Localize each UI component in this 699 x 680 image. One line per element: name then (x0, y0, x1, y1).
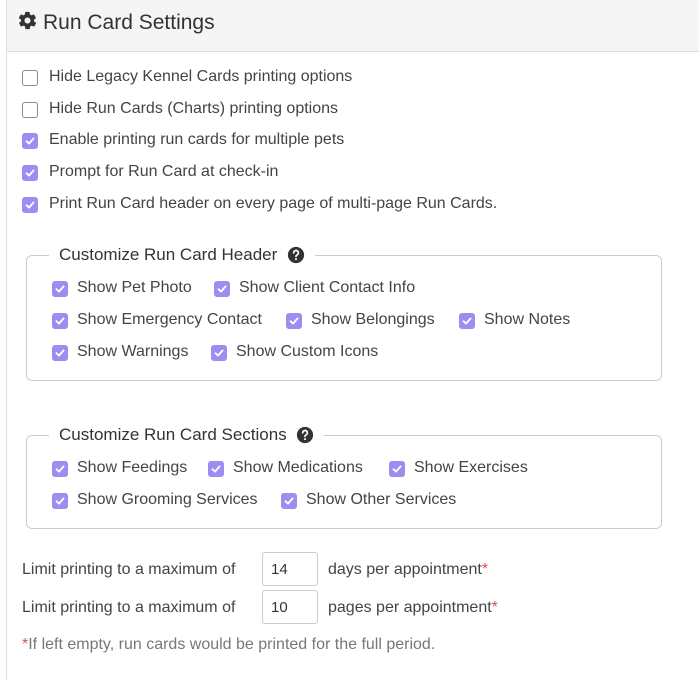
option-label: Print Run Card header on every page of m… (49, 195, 498, 212)
item-label: Show Custom Icons (236, 343, 379, 360)
check-icon (289, 317, 299, 325)
check-icon (55, 465, 65, 473)
run-card-settings-panel: Run Card Settings (6, 0, 699, 680)
check-icon (217, 285, 227, 293)
option-label: Prompt for Run Card at check-in (49, 163, 279, 180)
item-label: Show Pet Photo (77, 279, 192, 296)
limit-prefix: Limit printing to a maximum of (22, 561, 236, 578)
item-label: Show Medications (233, 459, 363, 476)
checkbox[interactable] (286, 313, 302, 329)
item-label: Show Client Contact Info (239, 279, 416, 296)
required-mark: * (481, 561, 489, 578)
max-pages-input[interactable] (262, 590, 318, 624)
checkbox[interactable] (208, 461, 224, 477)
checkbox[interactable] (389, 461, 405, 477)
checkbox[interactable] (52, 461, 68, 477)
check-icon (214, 349, 224, 357)
check-icon (55, 349, 65, 357)
max-days-input[interactable] (262, 552, 318, 586)
group-title: Customize Run Card Sections (59, 424, 287, 444)
check-icon (25, 137, 35, 145)
checkbox[interactable] (52, 281, 68, 297)
panel-header: Run Card Settings (7, 0, 699, 52)
check-icon (55, 317, 65, 325)
group-title: Customize Run Card Header (59, 244, 278, 264)
limit-suffix-text: days per appointment (328, 561, 482, 578)
required-mark: * (491, 599, 498, 616)
customize-sections-group: Customize Run Card Sections Show Feeding… (26, 424, 662, 529)
footnote: *If left empty, run cards would be print… (22, 636, 435, 654)
item-label: Show Exercises (414, 459, 528, 476)
limit-suffix: pages per appointment* (328, 599, 498, 617)
question-circle-icon[interactable] (296, 426, 314, 444)
item-label: Show Emergency Contact (77, 311, 262, 328)
checkbox[interactable] (211, 345, 227, 361)
checkbox[interactable] (214, 281, 230, 297)
check-icon (284, 497, 294, 505)
option-label: Hide Run Cards (Charts) printing options (49, 100, 339, 117)
group-legend: Customize Run Card Sections (49, 424, 325, 448)
check-icon (392, 465, 402, 473)
item-label: Show Grooming Services (77, 491, 258, 508)
question-circle-icon[interactable] (287, 246, 305, 264)
limit-suffix: days per appointment* (328, 561, 488, 579)
limit-suffix-text: pages per appointment (328, 599, 492, 616)
item-label: Show Warnings (77, 343, 189, 360)
checkbox[interactable] (22, 165, 38, 181)
item-label: Show Belongings (311, 311, 435, 328)
check-icon (25, 201, 35, 209)
gear-icon (18, 11, 37, 30)
footnote-text: If left empty, run cards would be printe… (28, 636, 436, 653)
check-icon (25, 169, 35, 177)
option-label: Hide Legacy Kennel Cards printing option… (49, 68, 353, 85)
checkbox[interactable] (52, 313, 68, 329)
checkbox[interactable] (52, 345, 68, 361)
item-label: Show Other Services (306, 491, 457, 508)
option-label: Enable printing run cards for multiple p… (49, 131, 345, 148)
limit-prefix: Limit printing to a maximum of (22, 599, 236, 616)
checkbox[interactable] (22, 197, 38, 213)
group-legend: Customize Run Card Header (49, 244, 315, 268)
check-icon (55, 497, 65, 505)
checkbox[interactable] (22, 102, 38, 118)
customize-header-group: Customize Run Card Header Show Pet Photo… (26, 244, 662, 381)
checkbox[interactable] (22, 70, 38, 86)
item-label: Show Feedings (77, 459, 188, 476)
checkbox[interactable] (52, 493, 68, 509)
checkbox[interactable] (22, 133, 38, 149)
check-icon (462, 317, 472, 325)
check-icon (55, 285, 65, 293)
checkbox[interactable] (459, 313, 475, 329)
check-icon (211, 465, 221, 473)
item-label: Show Notes (484, 311, 571, 328)
panel-title: Run Card Settings (43, 11, 215, 34)
checkbox[interactable] (281, 493, 297, 509)
footnote-mark: * (22, 636, 29, 653)
